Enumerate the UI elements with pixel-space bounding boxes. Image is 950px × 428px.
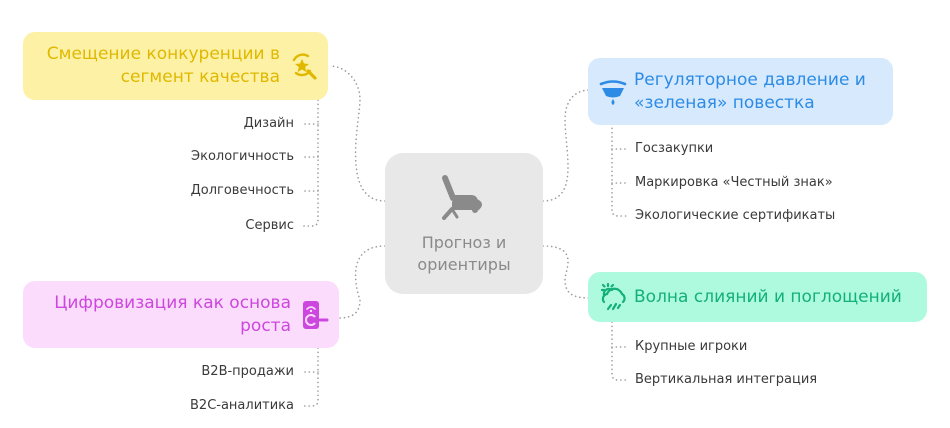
topic-regulatory-label: Регуляторное давление и «зеленая» повест… bbox=[634, 69, 866, 113]
topic-mergers-acquisitions[interactable]: Волна слияний и поглощений bbox=[588, 272, 927, 322]
subtopic-b2b-sales[interactable]: B2B-продажи bbox=[201, 364, 294, 379]
smart-lock-icon bbox=[299, 300, 329, 330]
subtopic-eco-certificates[interactable]: Экологические сертификаты bbox=[635, 208, 836, 223]
topic-regulatory-pressure[interactable]: Регуляторное давление и «зеленая» повест… bbox=[588, 58, 893, 125]
subtopic-vertical-integration[interactable]: Вертикальная интеграция bbox=[635, 372, 818, 387]
subtopic-design[interactable]: Дизайн bbox=[243, 116, 294, 131]
subtopic-b2c-analytics[interactable]: B2C-аналитика bbox=[190, 398, 294, 413]
topic-digitalization[interactable]: Цифровизация как основа роста bbox=[23, 281, 339, 348]
subtopic-public-procurement[interactable]: Госзакупки bbox=[635, 141, 714, 156]
topic-quality-shift[interactable]: Смещение конкуренции в сегмент качества bbox=[23, 32, 328, 100]
fountain-drop-icon bbox=[598, 77, 628, 107]
search-star-icon bbox=[288, 51, 318, 81]
recliner-chair-icon bbox=[438, 172, 490, 226]
topic-digitalization-label: Цифровизация как основа роста bbox=[54, 292, 291, 336]
subtopic-durability[interactable]: Долговечность bbox=[190, 183, 294, 198]
subtopic-ecology[interactable]: Экологичность bbox=[191, 149, 294, 164]
central-topic[interactable]: Прогноз и ориентиры bbox=[385, 153, 543, 294]
topic-quality-label: Смещение конкуренции в сегмент качества bbox=[46, 44, 280, 87]
subtopic-service[interactable]: Сервис bbox=[245, 218, 294, 233]
topic-mergers-label: Волна слияний и поглощений bbox=[634, 286, 902, 307]
storm-cloud-icon bbox=[598, 282, 628, 312]
central-topic-label: Прогноз и ориентиры bbox=[417, 232, 511, 274]
subtopic-major-players[interactable]: Крупные игроки bbox=[635, 339, 748, 354]
subtopic-honest-sign-labeling[interactable]: Маркировка «Честный знак» bbox=[635, 175, 833, 190]
